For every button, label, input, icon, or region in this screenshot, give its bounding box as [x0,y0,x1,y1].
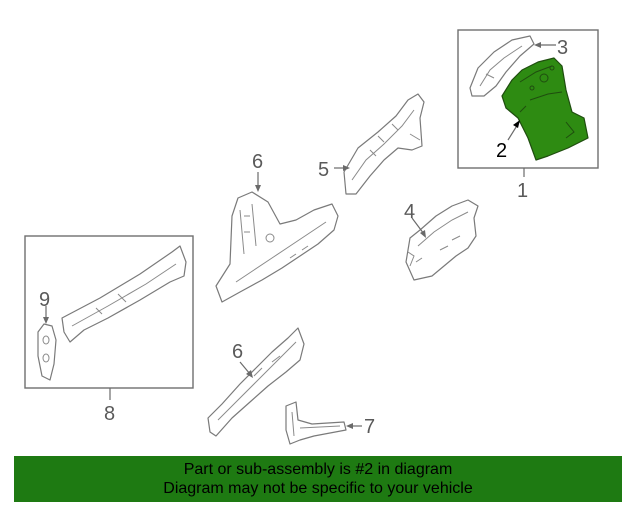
part-4[interactable] [405,199,479,281]
part-7[interactable] [285,401,347,445]
banner-line-2: Diagram may not be specific to your vehi… [163,480,473,497]
banner-line-1: Part or sub-assembly is #2 in diagram [183,461,453,478]
arrow-2 [513,120,520,128]
arrow-7 [346,423,353,429]
assembly-8-box [24,235,194,389]
callout-8: 8 [104,403,115,425]
part-5[interactable] [343,93,425,195]
part-2-shape[interactable] [501,57,589,161]
arrow-6b [246,370,253,378]
callout-6b: 6 [232,341,243,363]
part-8-rail[interactable] [61,245,187,343]
info-banner: Part or sub-assembly is #2 in diagram Di… [14,456,622,502]
leader-6b [239,361,251,375]
callout-3: 3 [557,37,568,59]
arrow-6a [255,185,261,192]
part-2-highlighted[interactable] [501,57,589,161]
callout-6a: 6 [252,151,263,173]
leader-4 [411,217,425,235]
callout-9: 9 [39,289,50,311]
arrow-5 [343,165,350,171]
callout-4: 4 [404,201,415,223]
part-6-lower[interactable] [207,327,305,437]
part-3[interactable] [469,35,535,97]
assembly-1-box [457,29,599,169]
part-6-upper[interactable] [215,191,339,303]
arrow-4 [420,230,426,238]
callout-1: 1 [517,180,528,202]
part-9[interactable] [37,323,57,381]
arrow-3 [534,42,541,48]
callout-5: 5 [318,159,329,181]
callout-2: 2 [496,140,507,162]
callout-7: 7 [364,416,375,438]
arrow-9 [43,317,49,324]
